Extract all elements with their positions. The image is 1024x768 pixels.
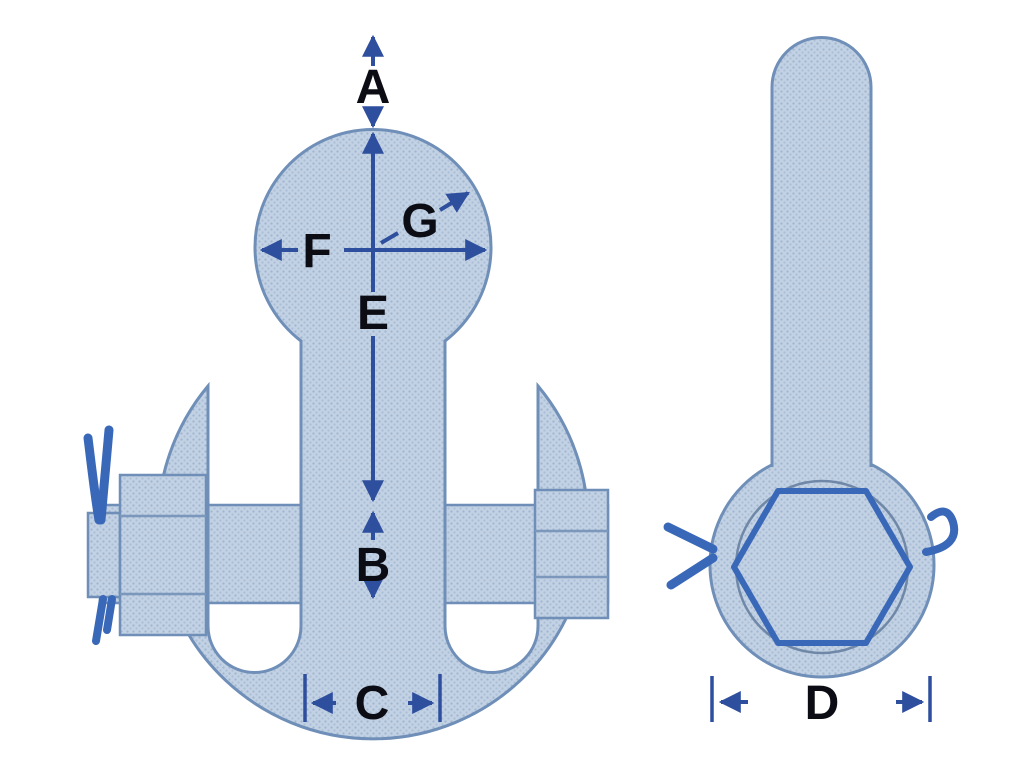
shackle-side-view: D (663, 36, 959, 730)
cotter-pin-leg (663, 522, 718, 554)
dimension-b: B (356, 510, 391, 600)
shackle-front-view: A E F G B (83, 34, 610, 741)
dimension-f: F (259, 225, 488, 278)
dim-g-line (379, 231, 400, 245)
cotter-pin-front (83, 425, 116, 645)
dim-g-label: G (401, 195, 438, 248)
dim-a-label: A (356, 61, 391, 114)
dimension-g: G (379, 191, 470, 248)
dimension-e: E (357, 131, 389, 503)
bolt-washer (86, 511, 122, 599)
dim-d-label: D (805, 677, 840, 730)
hex-head-outline (731, 488, 913, 646)
dim-b-label: B (356, 539, 391, 592)
bolt-hex-head (118, 473, 208, 637)
shackle-shank (770, 36, 873, 467)
bolt-nut-block (533, 488, 610, 620)
cotter-pin-leg (666, 553, 718, 590)
dimension-a: A (356, 34, 391, 129)
cotter-pin-leg (83, 433, 104, 525)
bolt-hex-head-block (118, 473, 208, 637)
cotter-pin-eye (922, 507, 959, 556)
dim-c-label: C (355, 677, 390, 730)
cotter-pin-side-legs (663, 522, 718, 590)
cotter-pin-end (103, 595, 116, 634)
cotter-pin-end (92, 595, 107, 645)
bolt-nut (533, 488, 610, 620)
dimension-d: D (710, 676, 932, 730)
dim-f-label: F (302, 225, 331, 278)
dim-g-arrow (438, 191, 470, 213)
dim-e-label: E (357, 287, 389, 340)
dimension-c: C (303, 674, 442, 730)
